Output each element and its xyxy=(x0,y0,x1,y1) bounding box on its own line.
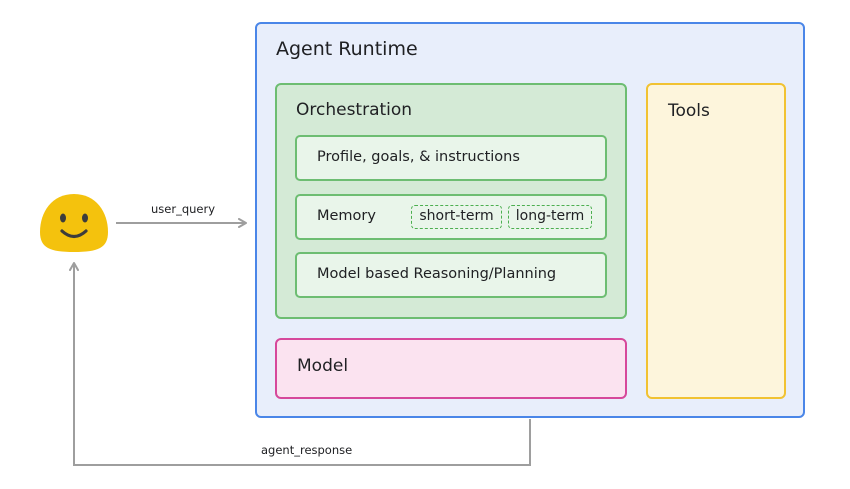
orchestration-title: Orchestration xyxy=(296,100,413,120)
reasoning-planning-card xyxy=(295,252,607,298)
smiling-face-icon xyxy=(40,194,108,252)
tools-box xyxy=(646,83,786,399)
reasoning-planning-label: Model based Reasoning/Planning xyxy=(317,266,557,282)
agent-response-arrow xyxy=(69,262,531,466)
agent-runtime-title: Agent Runtime xyxy=(276,38,418,60)
agent-response-label: agent_response xyxy=(261,443,353,457)
memory-card xyxy=(295,194,607,240)
memory-label: Memory xyxy=(317,208,376,224)
model-box xyxy=(275,338,627,399)
short-term-memory-tag: short-term xyxy=(411,205,502,229)
long-term-memory-tag: long-term xyxy=(508,205,592,229)
user-query-label: user_query xyxy=(151,202,216,216)
profile-goals-card xyxy=(295,135,607,181)
profile-goals-label: Profile, goals, & instructions xyxy=(317,149,520,165)
tools-title: Tools xyxy=(668,101,710,121)
model-title: Model xyxy=(297,356,349,376)
